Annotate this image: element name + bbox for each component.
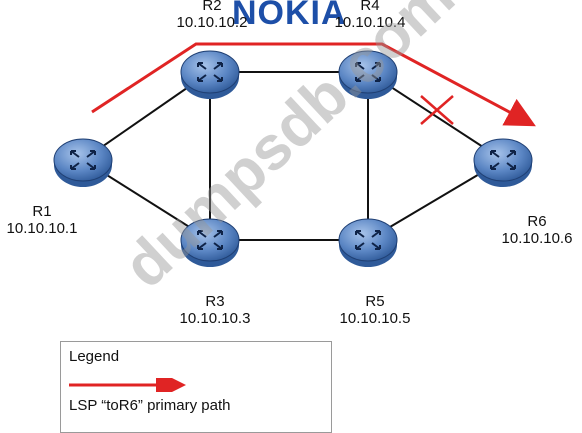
legend: Legend LSP “toR6” primary path (60, 341, 332, 433)
router-r1-label: R1 10.10.10.1 (0, 203, 84, 237)
router-r5-name: R5 (365, 293, 385, 310)
lsp-primary-path-arrow (91, 42, 536, 127)
router-r3-icon (180, 218, 240, 267)
router-r6-label: R6 10.10.10.6 (492, 213, 582, 247)
router-r5-ip: 10.10.10.5 (339, 310, 411, 327)
router-r4-ip: 10.10.10.4 (334, 14, 406, 31)
router-r3-name: R3 (205, 293, 225, 310)
router-r4-label: R4 10.10.10.4 (320, 0, 420, 31)
router-r5-icon (338, 218, 398, 267)
legend-title: Legend (69, 348, 120, 365)
router-r6-name: R6 (527, 213, 547, 230)
router-r1-ip: 10.10.10.1 (6, 220, 78, 237)
router-r2-icon (180, 50, 240, 99)
link-failure-x-mark (420, 95, 454, 125)
router-r5-label: R5 10.10.10.5 (330, 293, 420, 327)
router-r3-ip: 10.10.10.3 (179, 310, 251, 327)
topology-canvas (53, 42, 536, 267)
router-r2-label: R2 10.10.10.2 (162, 0, 262, 31)
router-r6-icon (473, 138, 533, 187)
legend-item-lsp-path: LSP “toR6” primary path (69, 397, 231, 414)
router-r2-ip: 10.10.10.2 (176, 14, 248, 31)
brand-logo: NOKIA (232, 0, 347, 32)
router-r3-label: R3 10.10.10.3 (170, 293, 260, 327)
router-r2-name: R2 (202, 0, 222, 14)
router-r4-icon (338, 50, 398, 99)
legend-lsp-arrow (69, 378, 186, 392)
router-r1-icon (53, 138, 113, 187)
router-r1-name: R1 (32, 203, 52, 220)
router-r6-ip: 10.10.10.6 (501, 230, 573, 247)
router-r4-name: R4 (360, 0, 380, 14)
